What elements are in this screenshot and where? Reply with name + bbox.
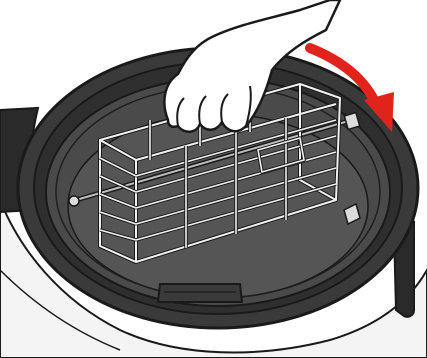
front-latch: [158, 284, 242, 302]
